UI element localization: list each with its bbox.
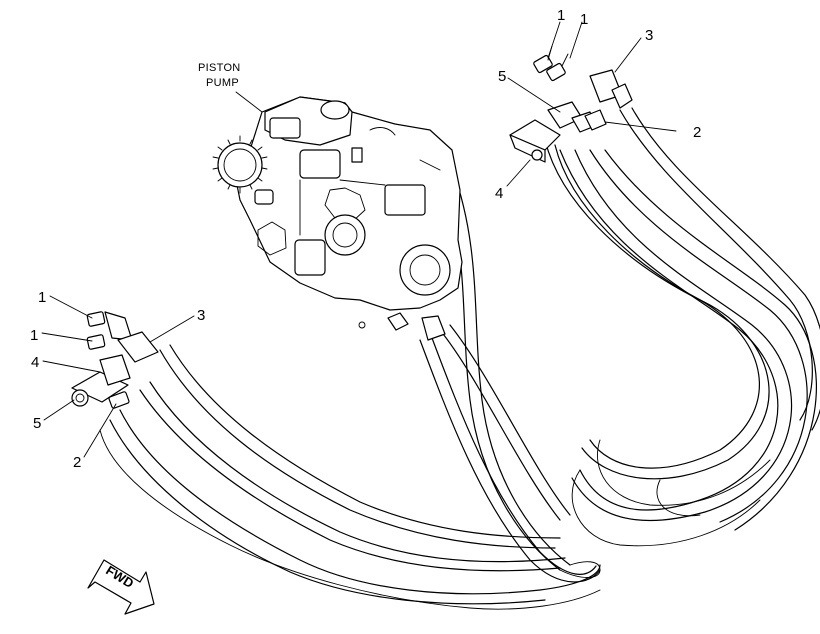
leader-lines xyxy=(41,21,677,458)
callout-left-4: 4 xyxy=(31,354,39,371)
left-fitting-1a xyxy=(86,311,106,327)
right-fitting-group xyxy=(509,45,633,163)
callout-right-1b: 1 xyxy=(580,11,588,28)
left-fitting-group xyxy=(71,311,159,409)
callout-right-5: 5 xyxy=(498,68,506,85)
callout-labels: 1 1 3 5 2 4 1 1 3 4 5 2 xyxy=(30,7,701,471)
callout-right-1a: 1 xyxy=(557,7,565,24)
pump-label: PISTON PUMP xyxy=(198,62,241,89)
callout-left-3: 3 xyxy=(197,307,205,324)
right-fitting-2 xyxy=(584,109,607,131)
callout-right-4: 4 xyxy=(495,185,503,202)
hose-bundle-left xyxy=(99,344,601,610)
pump-label-line1: PISTON xyxy=(198,62,241,74)
right-block-4 xyxy=(509,119,561,163)
callout-right-3: 3 xyxy=(645,27,653,44)
right-elbow-3 xyxy=(589,69,633,109)
piston-pump xyxy=(212,96,463,341)
left-elbow-3 xyxy=(104,311,159,363)
left-fitting-1b xyxy=(86,334,106,350)
callout-left-5: 5 xyxy=(33,415,41,432)
fwd-arrow-icon: FWD xyxy=(87,559,155,615)
callout-left-2: 2 xyxy=(73,454,81,471)
right-tee-5 xyxy=(547,101,596,133)
right-fitting-1b xyxy=(546,53,569,82)
callout-left-1a: 1 xyxy=(38,289,46,306)
callout-left-1b: 1 xyxy=(30,327,38,344)
left-fitting-5 xyxy=(71,389,89,407)
left-fitting-2 xyxy=(108,391,130,409)
hose-bundle-right xyxy=(544,107,820,547)
callout-right-2: 2 xyxy=(693,124,701,141)
pump-label-line2: PUMP xyxy=(206,77,239,89)
